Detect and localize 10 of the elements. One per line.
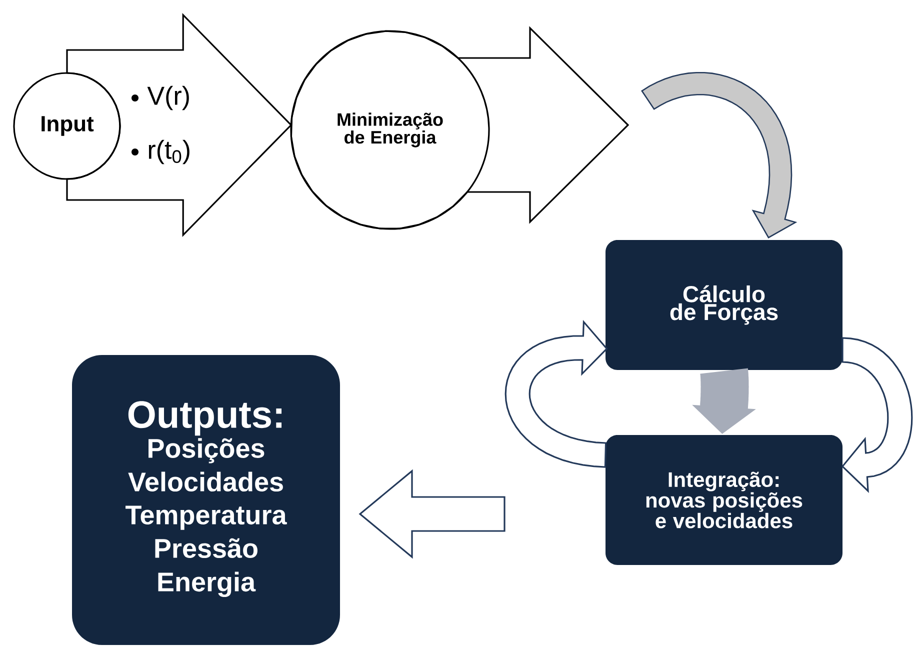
- curved-arrow: [841, 337, 913, 493]
- curved-arrow: [504, 320, 608, 468]
- bullet-item: V(r): [132, 86, 189, 110]
- block-arrow: [66, 13, 292, 237]
- bullet-item: r(t$_{0}$): [132, 140, 190, 164]
- process-box: Cálculo de Forças: [606, 240, 842, 370]
- block-arrow: [692, 368, 756, 434]
- output-box: Outputs: Posições Velocidades Temperatura Pressão Energia: [72, 355, 340, 645]
- process-box: Integração: novas posições e velocidades: [606, 435, 842, 565]
- block-arrow: [358, 469, 506, 559]
